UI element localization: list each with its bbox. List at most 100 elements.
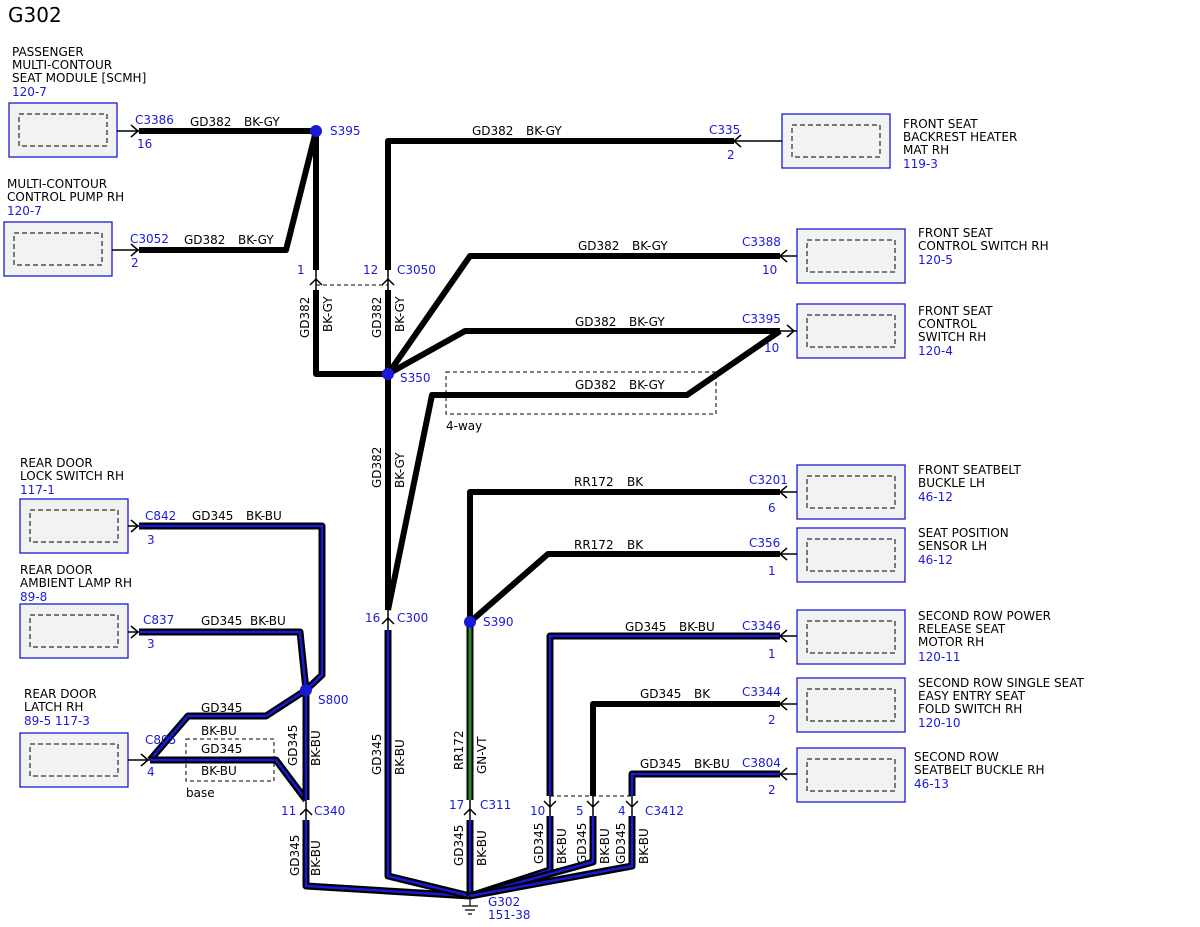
wire-c340-down-circuit: GD345 — [288, 835, 302, 876]
component-ctrl-switch-2-line-3: SWITCH RH — [918, 330, 986, 344]
connector-c837-name: C837 — [143, 613, 174, 627]
connector-c3346-pin: 1 — [768, 647, 776, 661]
connector-c3050-pin-12: 12 — [363, 263, 378, 277]
component-ctrl-switch-2[interactable]: FRONT SEAT CONTROL SWITCH RH 120-4 — [796, 303, 993, 359]
connector-c3346-name: C3346 — [742, 619, 781, 633]
connector-c3052-name: C3052 — [130, 232, 169, 246]
wire-4way-color: BK-GY — [629, 378, 665, 392]
connector-pins — [112, 124, 797, 820]
component-fold-switch-line-1: SECOND ROW SINGLE SEAT — [918, 676, 1085, 690]
component-scmh-ref: 120-7 — [12, 85, 47, 99]
wire-latch-1-color: BK-BU — [201, 724, 237, 738]
pin-c3804-head — [778, 767, 797, 781]
connector-c3201-pin: 6 — [768, 501, 776, 515]
component-fold-switch-line-2: EASY ENTRY SEAT — [918, 689, 1026, 703]
splices: S395 S350 S390 S800 — [300, 124, 514, 707]
component-lock-switch-ref: 117-1 — [20, 483, 55, 497]
wire-scmh-circuit: GD382 — [190, 115, 231, 129]
wire-s390-down-circuit: RR172 — [452, 730, 466, 770]
ground-g302[interactable]: G302 151-38 — [462, 895, 531, 922]
wire-backrest-circuit: GD382 — [472, 124, 513, 138]
connector-c300-name: C300 — [397, 611, 428, 625]
component-release-motor-line-3: MOTOR RH — [918, 635, 984, 649]
component-pump[interactable]: MULTI-CONTOUR CONTROL PUMP RH 120-7 — [3, 177, 124, 277]
wire-row2-buckle-core — [630, 772, 780, 796]
wire-seat-position — [468, 551, 780, 625]
component-ambient-lamp-ref: 89-8 — [20, 590, 47, 604]
wire-row2-buckle-circuit: GD345 — [640, 757, 681, 771]
wire-c3412-10-color: BK-BU — [555, 828, 569, 864]
pin-c3050-12 — [381, 270, 395, 290]
wire-ambient-lamp-color: BK-BU — [250, 614, 286, 628]
pin-c3388-head — [778, 249, 797, 263]
connector-c3804-pin: 2 — [768, 783, 776, 797]
wire-row2-buckle-color: BK-BU — [694, 757, 730, 771]
connector-c3388-name: C3388 — [742, 235, 781, 249]
connector-c3395-pin: 10 — [764, 341, 779, 355]
connector-c335-name: C335 — [709, 123, 740, 137]
component-seat-position-line-2: SENSOR LH — [918, 539, 987, 553]
splice-s350-dot[interactable] — [382, 368, 394, 380]
component-release-motor-line-2: RELEASE SEAT — [918, 622, 1006, 636]
connector-c340-pin: 11 — [281, 804, 296, 818]
component-ambient-lamp-line-2: AMBIENT LAMP RH — [20, 576, 132, 590]
connector-c837-pin: 3 — [147, 637, 155, 651]
component-ambient-lamp[interactable]: REAR DOOR AMBIENT LAMP RH 89-8 — [19, 563, 132, 659]
component-fold-switch[interactable]: SECOND ROW SINGLE SEAT EASY ENTRY SEAT F… — [796, 676, 1085, 733]
component-seat-position[interactable]: SEAT POSITION SENSOR LH 46-12 — [796, 526, 1009, 583]
wire-ctrl-switch-color: BK-GY — [632, 239, 668, 253]
pin-c837-head — [128, 625, 140, 639]
component-pump-line-1: MULTI-CONTOUR — [7, 177, 107, 191]
component-scmh-line-3: SEAT MODULE [SCMH] — [12, 71, 146, 85]
wire-ctrl-switch-2-circuit: GD382 — [575, 315, 616, 329]
wires — [139, 128, 782, 900]
pin-c3412-10 — [543, 796, 557, 816]
connector-c3395-name: C3395 — [742, 312, 781, 326]
wire-seat-position-circuit: RR172 — [574, 538, 614, 552]
connector-c300-pin: 16 — [365, 611, 380, 625]
connector-c311-pin: 17 — [449, 798, 464, 812]
wire-ctrl-switch-2 — [386, 328, 780, 377]
component-scmh[interactable]: PASSENGER MULTI-CONTOUR SEAT MODULE [SCM… — [8, 45, 146, 158]
wire-fold-switch-color: BK — [694, 687, 711, 701]
wire-ctrl-switch — [385, 253, 780, 376]
splice-s800-dot[interactable] — [300, 684, 312, 696]
connector-c805-name: C805 — [145, 733, 176, 747]
wire-c311-down-circuit: GD345 — [452, 825, 466, 866]
wire-release-motor-core — [548, 634, 780, 796]
component-backrest-line-1: FRONT SEAT — [903, 117, 978, 131]
component-lock-switch[interactable]: REAR DOOR LOCK SWITCH RH 117-1 — [19, 456, 129, 554]
component-release-motor-line-1: SECOND ROW POWER — [918, 609, 1051, 623]
connector-c356-pin: 1 — [768, 564, 776, 578]
wire-c3412-10-circuit: GD345 — [532, 823, 546, 864]
component-ctrl-switch[interactable]: FRONT SEAT CONTROL SWITCH RH 120-5 — [796, 226, 1049, 284]
wire-c300-ground-core — [386, 630, 471, 898]
pin-c3050-1 — [309, 270, 323, 290]
component-ctrl-switch-2-line-1: FRONT SEAT — [918, 304, 993, 318]
ground-ref: 151-38 — [488, 908, 531, 922]
splice-s395-label: S395 — [330, 124, 361, 138]
component-seatbelt-buckle-line-1: FRONT SEATBELT — [918, 463, 1021, 477]
wire-pump-circuit: GD382 — [184, 233, 225, 247]
connector-c311-name: C311 — [480, 798, 511, 812]
wire-release-motor-circuit: GD345 — [625, 620, 666, 634]
ground-icon — [462, 896, 478, 915]
splice-s390-dot[interactable] — [464, 616, 476, 628]
pin-c3386-head — [130, 124, 140, 138]
wire-s395-down-circuit: GD382 — [298, 297, 312, 338]
connector-c356-name: C356 — [749, 536, 780, 550]
wire-c300-down-color: BK-BU — [393, 739, 407, 775]
wire-lock-switch-shell — [139, 522, 326, 693]
component-latch[interactable]: REAR DOOR LATCH RH 89-5 117-3 — [19, 687, 129, 788]
wire-pump-s395 — [139, 130, 319, 253]
component-release-motor[interactable]: SECOND ROW POWER RELEASE SEAT MOTOR RH 1… — [796, 609, 1051, 665]
pin-c3395-head — [780, 324, 797, 338]
connector-c3344-name: C3344 — [742, 685, 781, 699]
splice-s395-dot[interactable] — [310, 125, 322, 137]
component-backrest[interactable]: FRONT SEAT BACKREST HEATER MAT RH 119-3 — [781, 113, 1017, 171]
component-ctrl-switch-line-1: FRONT SEAT — [918, 226, 993, 240]
component-seatbelt-buckle[interactable]: FRONT SEATBELT BUCKLE LH 46-12 — [796, 463, 1021, 520]
component-row2-buckle[interactable]: SECOND ROW SEATBELT BUCKLE RH 46-13 — [796, 747, 1045, 803]
wire-c3412-4-color: BK-BU — [637, 828, 651, 864]
connector-c3344-pin: 2 — [768, 713, 776, 727]
